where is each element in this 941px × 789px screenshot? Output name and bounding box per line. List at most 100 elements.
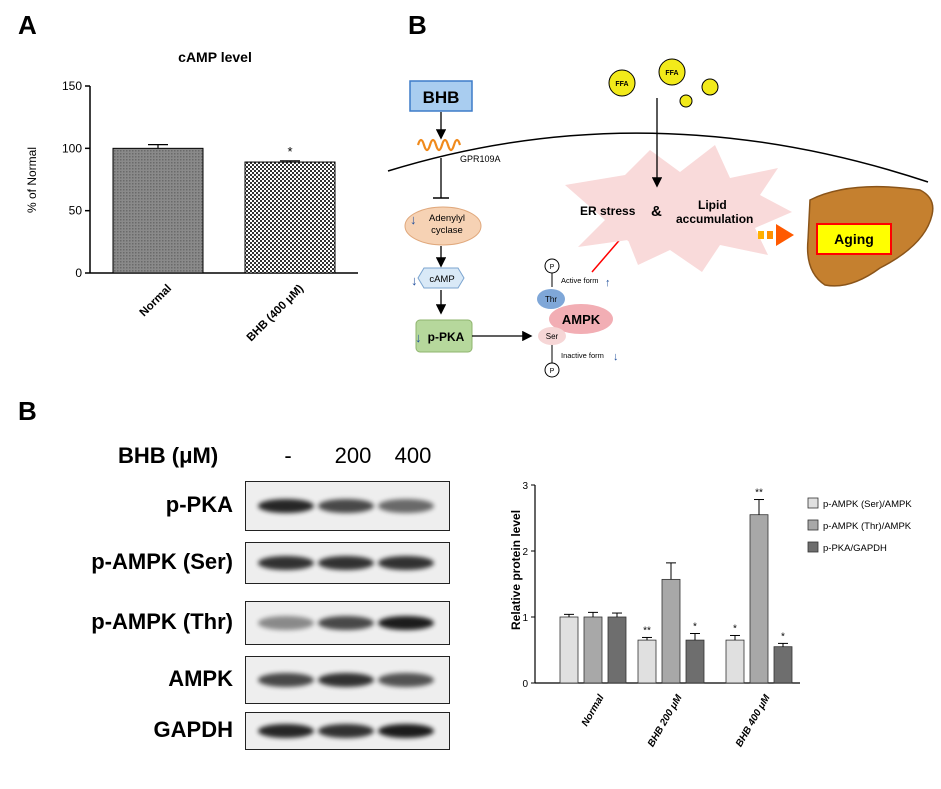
protein-significance-marker: **	[755, 488, 763, 499]
protein-bar	[661, 578, 681, 684]
camp-significance-marker: *	[287, 144, 292, 159]
legend-label: p-AMPK (Ser)/AMPK	[823, 499, 912, 510]
protein-x-tick-label: BHB 200 μM	[646, 692, 685, 749]
blot-band	[318, 499, 374, 513]
blot-membrane	[245, 542, 450, 584]
phospho-ser-circle	[544, 362, 560, 378]
ampk-node	[549, 304, 613, 334]
blot-band	[258, 616, 314, 630]
blot-row-label: AMPK	[168, 666, 233, 691]
blot-band	[378, 724, 434, 738]
thr-site	[537, 289, 565, 309]
gpr109a-receptor-icon	[416, 138, 462, 152]
panel-letter-b-top: B	[408, 10, 427, 40]
phospho-ser-label: P	[550, 368, 555, 375]
protein-bar	[685, 639, 705, 684]
camp-x-tick-label: BHB (400 μM)	[245, 283, 306, 344]
legend-swatch	[807, 541, 819, 553]
inactive-down-arrow: ↓	[613, 351, 619, 363]
protein-bar	[725, 639, 745, 684]
blot-band	[258, 499, 314, 513]
camp-x-tick-label: Normal	[138, 283, 175, 320]
protein-bar	[773, 646, 793, 684]
protein-chart-y-axis-label: Relative protein level	[509, 510, 523, 630]
ampk-inhibit-line	[591, 235, 624, 273]
panel-letter-a: A	[18, 10, 37, 40]
blot-membrane	[245, 481, 450, 531]
ampersand-label: &	[651, 203, 662, 220]
active-up-arrow: ↑	[605, 277, 611, 289]
blot-treatment-label: BHB (μM)	[118, 443, 219, 468]
legend-label: p-PKA/GAPDH	[823, 543, 887, 554]
dash-2	[767, 231, 773, 239]
blot-band	[258, 556, 314, 570]
active-form-label: Active form	[561, 276, 599, 285]
protein-chart-y-tick-label: 1	[522, 613, 528, 624]
blot-membrane	[245, 712, 450, 750]
blot-row-label: GAPDH	[153, 717, 233, 742]
blot-band	[378, 673, 434, 687]
ffa-label-1: FFA	[615, 81, 628, 88]
protein-bar	[607, 616, 627, 684]
protein-significance-marker: **	[643, 625, 651, 636]
legend-label: p-AMPK (Thr)/AMPK	[823, 521, 912, 532]
protein-bar	[559, 616, 579, 684]
ffa-droplet-3	[701, 78, 719, 96]
camp-chart-y-tick-label: 50	[69, 204, 83, 218]
blot-row-label: p-PKA	[165, 492, 233, 517]
protein-bar	[583, 616, 603, 684]
aging-box	[816, 223, 892, 255]
blot-band	[258, 673, 314, 687]
ser-label: Ser	[546, 332, 559, 341]
lipid-label-2: accumulation	[676, 212, 753, 226]
adenylyl-cyclase	[404, 206, 482, 246]
phospho-thr-label: P	[550, 264, 555, 271]
blot-membrane	[245, 601, 450, 645]
camp-bar	[112, 147, 204, 274]
blot-band	[318, 556, 374, 570]
inactive-form-label: Inactive form	[561, 351, 604, 360]
blot-band	[378, 499, 434, 513]
protein-chart-y-tick-label: 0	[522, 679, 528, 690]
mechanism-diagram: BHB GPR109A ↓ Adenylyl cyclase ↓ cAMP ↓ …	[387, 58, 934, 378]
dose-label-control: -	[284, 443, 292, 468]
er-stress-label: ER stress	[580, 204, 636, 218]
legend-swatch	[807, 497, 819, 509]
adenylyl-label-2: cyclase	[431, 225, 463, 236]
ffa-droplet-4	[679, 94, 693, 108]
panel-letter-b-bottom: B	[18, 396, 37, 426]
protein-bar	[637, 639, 657, 684]
protein-chart-y-tick-label: 3	[522, 481, 528, 492]
blot-band	[318, 724, 374, 738]
ppka-node-label: p-PKA	[428, 330, 465, 344]
protein-significance-marker: *	[693, 622, 697, 633]
protein-chart-y-tick-label: 2	[522, 547, 528, 558]
gpr109a-label: GPR109A	[460, 154, 501, 164]
bhb-label: BHB	[423, 88, 460, 107]
blot-membrane	[245, 656, 450, 704]
protein-significance-marker: *	[733, 623, 737, 634]
camp-node	[417, 267, 465, 289]
dose-label-200: 200	[334, 443, 372, 468]
camp-node-label: cAMP	[429, 274, 454, 285]
ppka-down-arrow: ↓	[415, 330, 422, 345]
aging-label: Aging	[834, 231, 874, 247]
ampk-label: AMPK	[562, 312, 601, 327]
camp-chart-y-tick-label: 0	[75, 266, 82, 280]
blot-row-label: p-AMPK (Ser)	[91, 549, 233, 574]
protein-significance-marker: *	[781, 631, 785, 642]
adenylyl-down-arrow: ↓	[410, 212, 417, 227]
lipid-label-1: Lipid	[698, 198, 727, 212]
protein-x-tick-label: BHB 400 μM	[734, 692, 773, 749]
blot-band	[378, 616, 434, 630]
camp-bar	[244, 161, 336, 274]
ffa-droplet-1	[608, 69, 636, 97]
thr-label: Thr	[545, 295, 557, 304]
camp-chart-title: cAMP level	[178, 49, 252, 65]
cell-membrane	[387, 132, 929, 183]
blot-band	[258, 724, 314, 738]
camp-chart-y-tick-label: 100	[62, 141, 82, 155]
protein-bar	[749, 514, 769, 684]
